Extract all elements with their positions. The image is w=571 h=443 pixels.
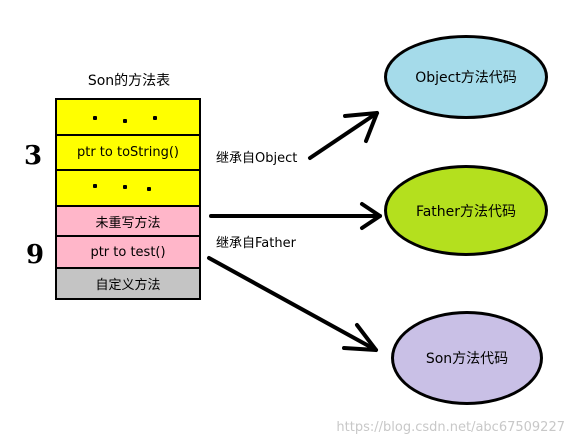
method-row-custom: 自定义方法 xyxy=(57,269,199,298)
arrow-to-son xyxy=(207,256,378,352)
node-label: Father方法代码 xyxy=(415,203,517,220)
node-object-code: Object方法代码 xyxy=(384,35,548,119)
method-row-ellipsis-top xyxy=(57,100,199,136)
ellipsis-dots xyxy=(57,100,199,134)
method-table: ptr to toString() 未重写方法 ptr to test() 自定… xyxy=(55,98,201,300)
method-row-label: 自定义方法 xyxy=(95,278,161,293)
edge-label-object: 继承自Object xyxy=(216,151,298,166)
method-row-ellipsis-bottom xyxy=(57,171,199,207)
node-label: Son方法代码 xyxy=(425,351,509,367)
method-row-label: ptr to test() xyxy=(90,244,166,260)
method-row-test: ptr to test() xyxy=(57,237,199,269)
dot xyxy=(93,184,97,188)
node-father-code: Father方法代码 xyxy=(384,165,548,256)
arrow-to-father xyxy=(209,202,382,230)
side-number-9: 9 xyxy=(26,240,45,270)
dot xyxy=(123,119,127,123)
edge-label-father: 继承自Father xyxy=(216,236,296,251)
side-number-3: 3 xyxy=(24,141,43,171)
dot xyxy=(93,116,97,120)
dot xyxy=(153,116,157,120)
dot xyxy=(123,185,127,189)
watermark-text: https://blog.csdn.net/abc67509227 xyxy=(336,420,565,435)
method-row-label: ptr to toString() xyxy=(76,145,179,160)
arrow-to-object xyxy=(308,111,379,160)
method-table-title: Son的方法表 xyxy=(87,73,171,89)
ellipsis-dots xyxy=(57,171,199,205)
method-row-label: 未重写方法 xyxy=(95,215,161,231)
node-son-code: Son方法代码 xyxy=(391,311,543,405)
method-row-tostring: ptr to toString() xyxy=(57,136,199,171)
dot xyxy=(147,187,151,191)
method-row-not-overridden: 未重写方法 xyxy=(57,207,199,237)
node-label: Object方法代码 xyxy=(415,70,517,86)
